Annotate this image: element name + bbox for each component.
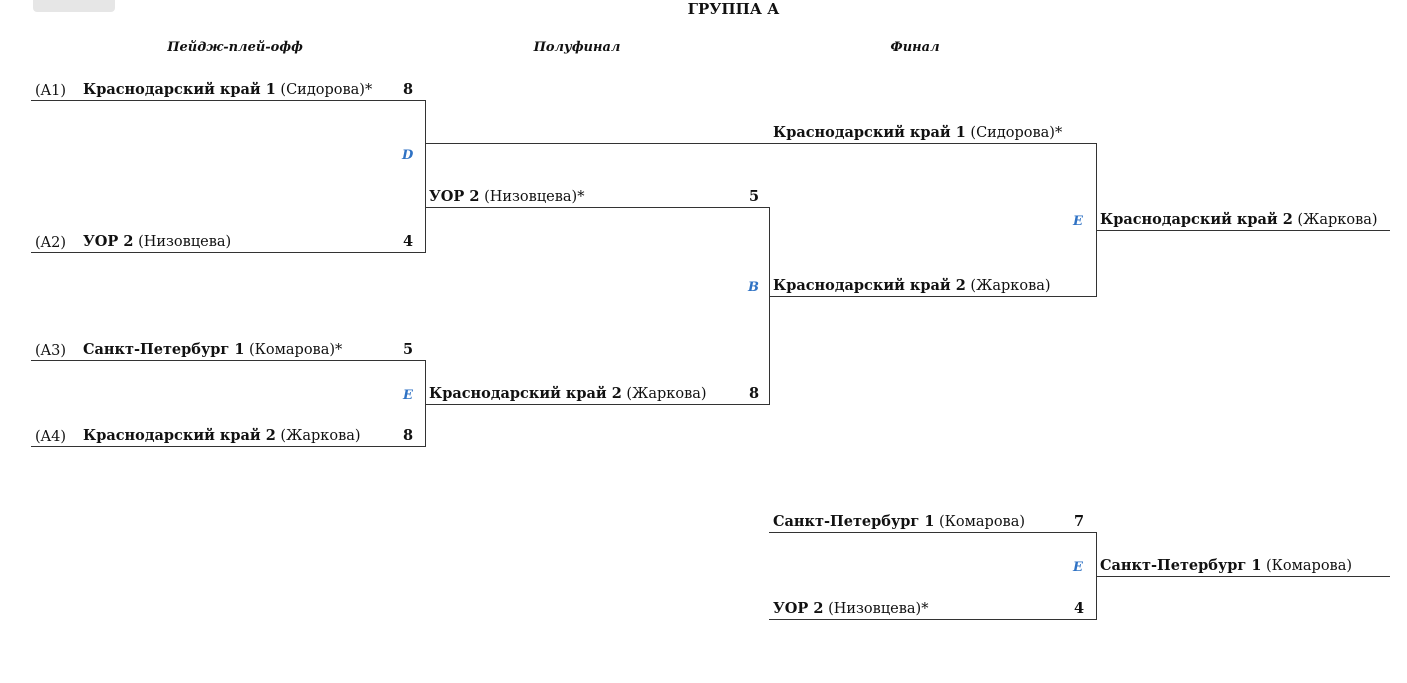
player-name: (Жаркова) (1297, 212, 1378, 228)
court-label: D (402, 148, 414, 163)
team-name: Краснодарский край 2 (83, 427, 276, 444)
seed-label: (A3) (35, 343, 67, 359)
team-name: Краснодарский край 2 (429, 385, 622, 402)
player-name: (Жаркова) (626, 386, 707, 402)
third-place-winner-slot: Санкт-Петербург 1 (Комарова) (1096, 557, 1390, 577)
team-entry: Санкт-Петербург 1 (Комарова) (773, 513, 1025, 531)
score: 5 (403, 341, 414, 358)
court-label: E (403, 388, 413, 403)
team-entry: Краснодарский край 2 (Жаркова) (1100, 211, 1378, 229)
round-header-semifinal: Полуфинал (533, 40, 621, 55)
team-name: Санкт-Петербург 1 (773, 513, 935, 530)
player-name: (Комарова) (939, 514, 1026, 530)
score: 8 (403, 427, 414, 444)
final-winner-slot: Краснодарский край 2 (Жаркова) (1096, 211, 1390, 231)
team-name: Санкт-Петербург 1 (83, 341, 245, 358)
round-header-playoff: Пейдж-плей-офф (167, 40, 303, 55)
seed-label: (A4) (35, 429, 67, 445)
bracket-connector (769, 207, 770, 405)
player-name: (Сидорова)* (280, 82, 373, 98)
team-name: Санкт-Петербург 1 (1100, 557, 1262, 574)
third-place-slot-bottom: УОР 2 (Низовцева)* 4 (769, 600, 1097, 620)
bracket-slot-a2: (A2) УОР 2 (Низовцева) 4 (31, 233, 426, 253)
team-name: УОР 2 (429, 188, 480, 205)
team-entry: УОР 2 (Низовцева) (83, 233, 231, 251)
player-name: (Жаркова) (970, 278, 1051, 294)
court-label: E (1073, 214, 1083, 229)
team-entry: Санкт-Петербург 1 (Комарова) (1100, 557, 1352, 575)
player-name: (Низовцева) (138, 234, 232, 250)
player-name: (Комарова) (1266, 558, 1353, 574)
seed-label: (A2) (35, 235, 67, 251)
bracket-connector (1096, 143, 1097, 297)
score: 8 (749, 385, 760, 402)
bracket-connector (425, 100, 426, 253)
score: 5 (749, 188, 760, 205)
seed-label: (A1) (35, 83, 67, 99)
score: 4 (403, 233, 414, 250)
court-label: B (748, 280, 759, 295)
team-entry: Краснодарский край 1 (Сидорова)* (83, 81, 372, 99)
team-name: Краснодарский край 1 (83, 81, 276, 98)
third-place-slot-top: Санкт-Петербург 1 (Комарова) 7 (769, 513, 1097, 533)
team-name: Краснодарский край 1 (773, 124, 966, 141)
court-label: E (1073, 560, 1083, 575)
page-title: ГРУППА А (687, 0, 780, 18)
score: 4 (1074, 600, 1085, 617)
player-name: (Низовцева)* (828, 601, 929, 617)
bracket-slot-a1: (A1) Краснодарский край 1 (Сидорова)* 8 (31, 81, 426, 101)
round-header-final: Финал (890, 40, 940, 55)
final-slot-top: Краснодарский край 1 (Сидорова)* (425, 124, 1097, 144)
final-slot-bottom: Краснодарский край 2 (Жаркова) (769, 277, 1097, 297)
semifinal-slot-top: УОР 2 (Низовцева)* 5 (425, 188, 770, 208)
team-entry: УОР 2 (Низовцева)* (429, 188, 584, 206)
team-entry: Краснодарский край 2 (Жаркова) (83, 427, 361, 445)
team-entry: Краснодарский край 1 (Сидорова)* (773, 124, 1062, 142)
team-name: УОР 2 (83, 233, 134, 250)
team-name: Краснодарский край 2 (1100, 211, 1293, 228)
semifinal-slot-bottom: Краснодарский край 2 (Жаркова) 8 (425, 385, 770, 405)
team-entry: Санкт-Петербург 1 (Комарова)* (83, 341, 342, 359)
score: 7 (1074, 513, 1085, 530)
player-name: (Низовцева)* (484, 189, 585, 205)
team-entry: Краснодарский край 2 (Жаркова) (773, 277, 1051, 295)
score: 8 (403, 81, 414, 98)
sheet-tab[interactable] (33, 0, 115, 12)
player-name: (Сидорова)* (970, 125, 1063, 141)
team-entry: УОР 2 (Низовцева)* (773, 600, 928, 618)
player-name: (Жаркова) (280, 428, 361, 444)
team-name: Краснодарский край 2 (773, 277, 966, 294)
bracket-slot-a4: (A4) Краснодарский край 2 (Жаркова) 8 (31, 427, 426, 447)
team-name: УОР 2 (773, 600, 824, 617)
bracket-connector (425, 360, 426, 447)
team-entry: Краснодарский край 2 (Жаркова) (429, 385, 707, 403)
bracket-slot-a3: (A3) Санкт-Петербург 1 (Комарова)* 5 (31, 341, 426, 361)
player-name: (Комарова)* (249, 342, 343, 358)
